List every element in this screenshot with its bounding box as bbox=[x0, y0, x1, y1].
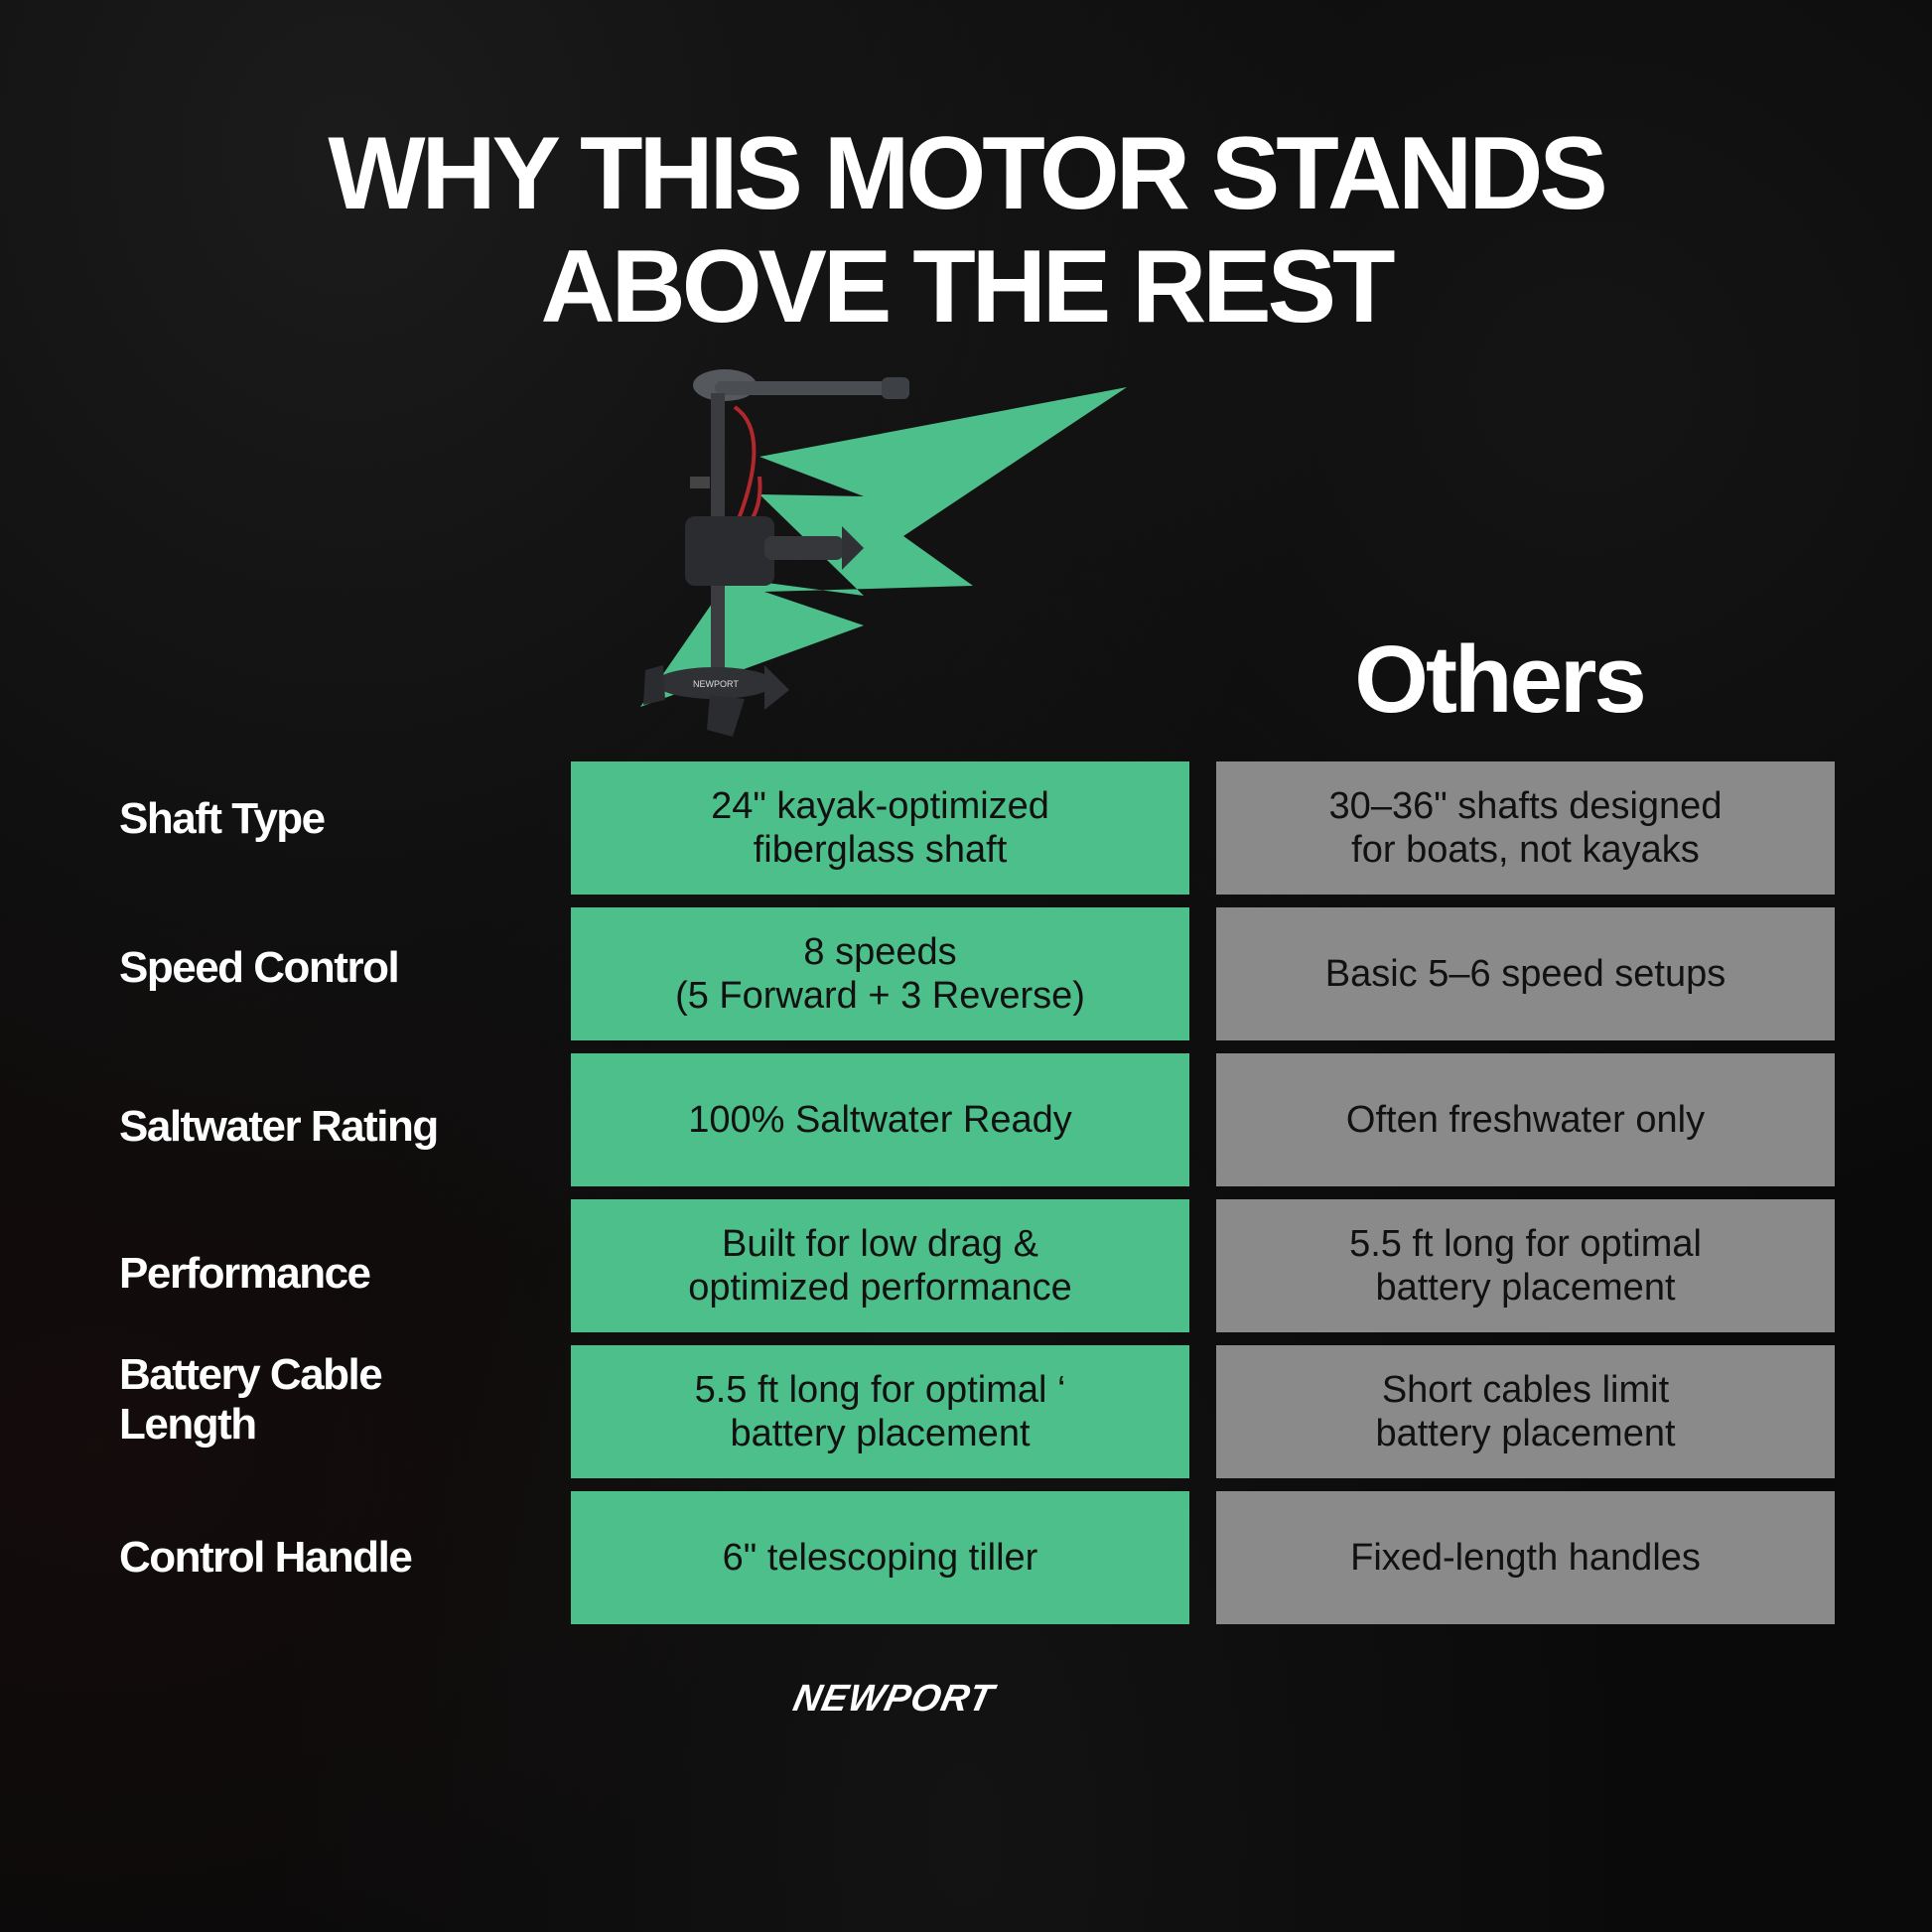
row-label-battery-cable-length: Battery Cable Length bbox=[119, 1350, 383, 1449]
lightning-bolt-icon: NEWPORT bbox=[640, 369, 1127, 737]
ours-cell-control-handle: 6" telescoping tiller bbox=[571, 1491, 1189, 1624]
row-label-shaft-type: Shaft Type bbox=[119, 794, 326, 843]
headline-line-1: WHY THIS MOTOR STANDS bbox=[328, 116, 1607, 231]
row-label-control-handle: Control Handle bbox=[119, 1533, 413, 1582]
headline: WHY THIS MOTOR STANDS ABOVE THE REST bbox=[0, 117, 1932, 344]
trolling-motor-icon: NEWPORT bbox=[643, 369, 909, 737]
ours-cell-shaft-type: 24" kayak-optimized fiberglass shaft bbox=[571, 761, 1189, 895]
motor-label: NEWPORT bbox=[693, 679, 739, 689]
others-cell-saltwater-rating: Often freshwater only bbox=[1216, 1053, 1835, 1186]
row-label-saltwater-rating: Saltwater Rating bbox=[119, 1102, 439, 1151]
headline-line-2: ABOVE THE REST bbox=[540, 229, 1396, 345]
ours-cell-speed-control: 8 speeds (5 Forward + 3 Reverse) bbox=[571, 907, 1189, 1040]
others-cell-battery-cable-length: Short cables limit battery placement bbox=[1216, 1345, 1835, 1478]
newport-logo: NEWPORT bbox=[789, 1678, 998, 1720]
lightning-bolt-shape bbox=[640, 387, 1127, 707]
row-label-speed-control: Speed Control bbox=[119, 943, 400, 992]
others-cell-control-handle: Fixed-length handles bbox=[1216, 1491, 1835, 1624]
ours-cell-saltwater-rating: 100% Saltwater Ready bbox=[571, 1053, 1189, 1186]
others-cell-performance: 5.5 ft long for optimal battery placemen… bbox=[1216, 1199, 1835, 1332]
others-cell-shaft-type: 30–36" shafts designed for boats, not ka… bbox=[1216, 761, 1835, 895]
ours-cell-performance: Built for low drag & optimized performan… bbox=[571, 1199, 1189, 1332]
others-cell-speed-control: Basic 5–6 speed setups bbox=[1216, 907, 1835, 1040]
ours-cell-battery-cable-length: 5.5 ft long for optimal ‘ battery placem… bbox=[571, 1345, 1189, 1478]
motor-hero-image: NEWPORT bbox=[616, 367, 1132, 745]
others-heading: Others bbox=[1354, 626, 1646, 733]
row-label-performance: Performance bbox=[119, 1249, 371, 1298]
